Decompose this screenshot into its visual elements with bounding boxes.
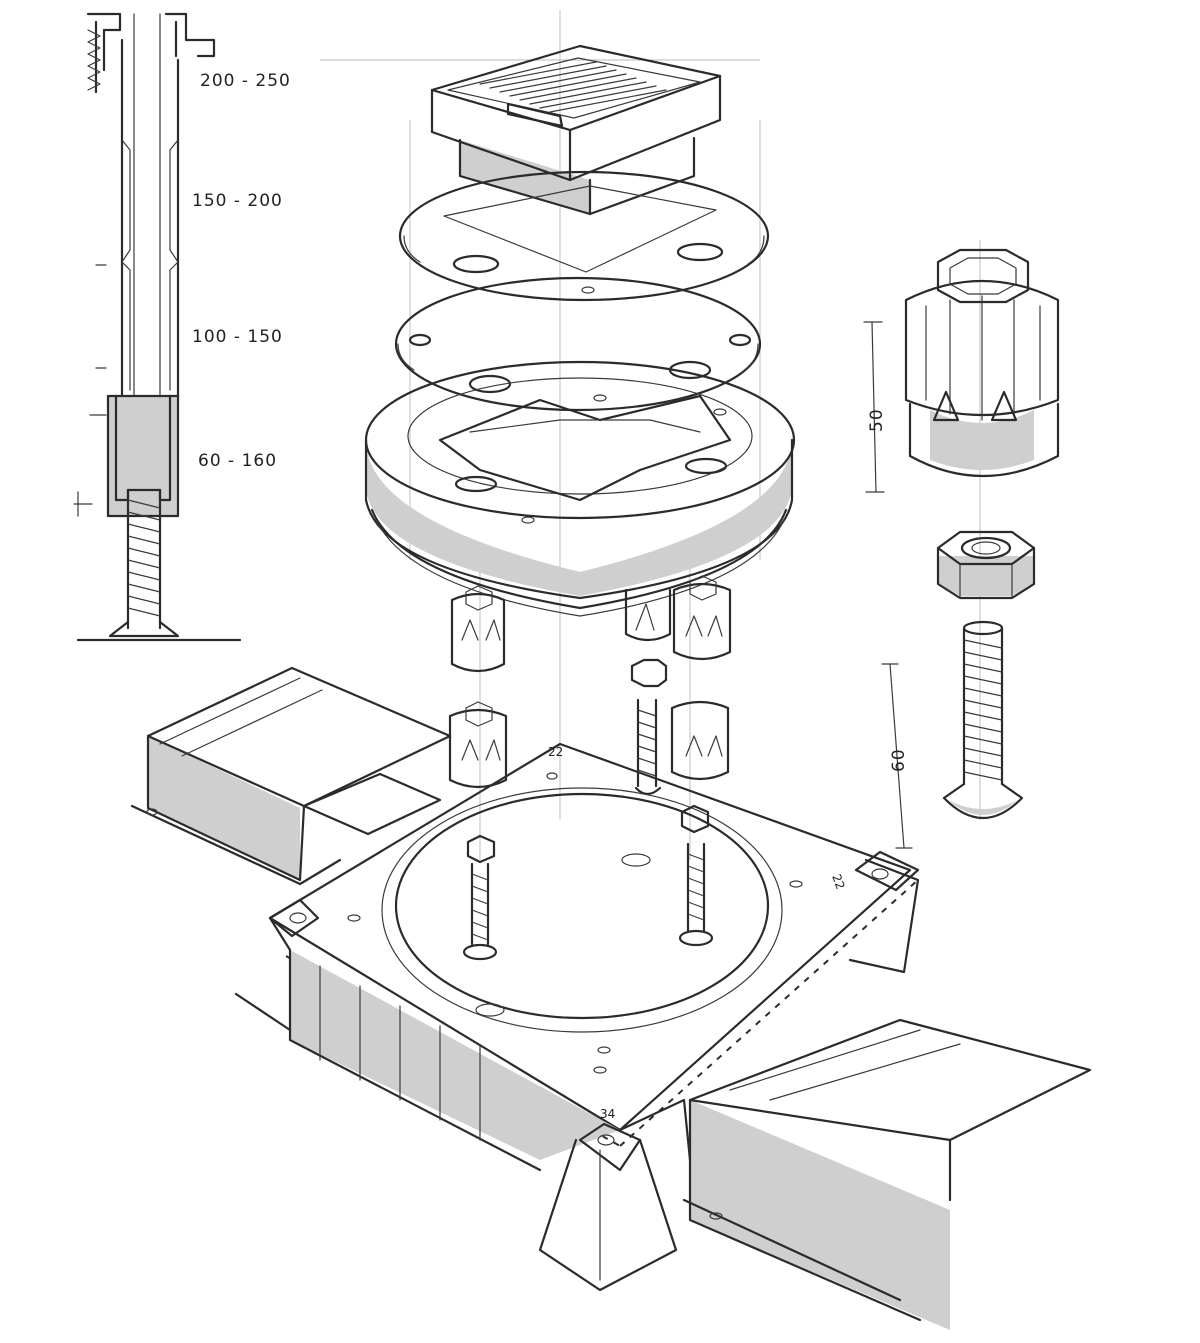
plate-label-22-top: 22 — [548, 745, 563, 759]
middle-disk — [394, 276, 762, 412]
range-label-60-160: 60 - 160 — [198, 451, 277, 471]
hex-nut — [936, 530, 1036, 600]
bolt-length-dim: 60 — [889, 748, 909, 772]
adjuster-head: 50 — [863, 248, 1060, 493]
base-plate-assembly: 22 22 34 — [130, 666, 1092, 1330]
support-ring — [364, 360, 796, 617]
range-label-200-250: 200 - 250 — [200, 71, 291, 91]
small-adjuster-parts — [448, 575, 732, 796]
square-head — [430, 44, 722, 216]
plate-label-34: 34 — [600, 1107, 615, 1121]
plate-label-22-right: 22 — [829, 872, 847, 891]
head-height-dim: 50 — [867, 408, 887, 432]
threaded-bolt: 60 — [881, 620, 1024, 849]
pedestal-cross-section: 200 - 250 150 - 200 100 - 150 60 - 160 — [73, 12, 291, 642]
range-label-100-150: 100 - 150 — [192, 327, 283, 347]
range-label-150-200: 150 - 200 — [192, 191, 283, 211]
top-disk — [398, 170, 770, 302]
construction-guides — [320, 10, 981, 860]
